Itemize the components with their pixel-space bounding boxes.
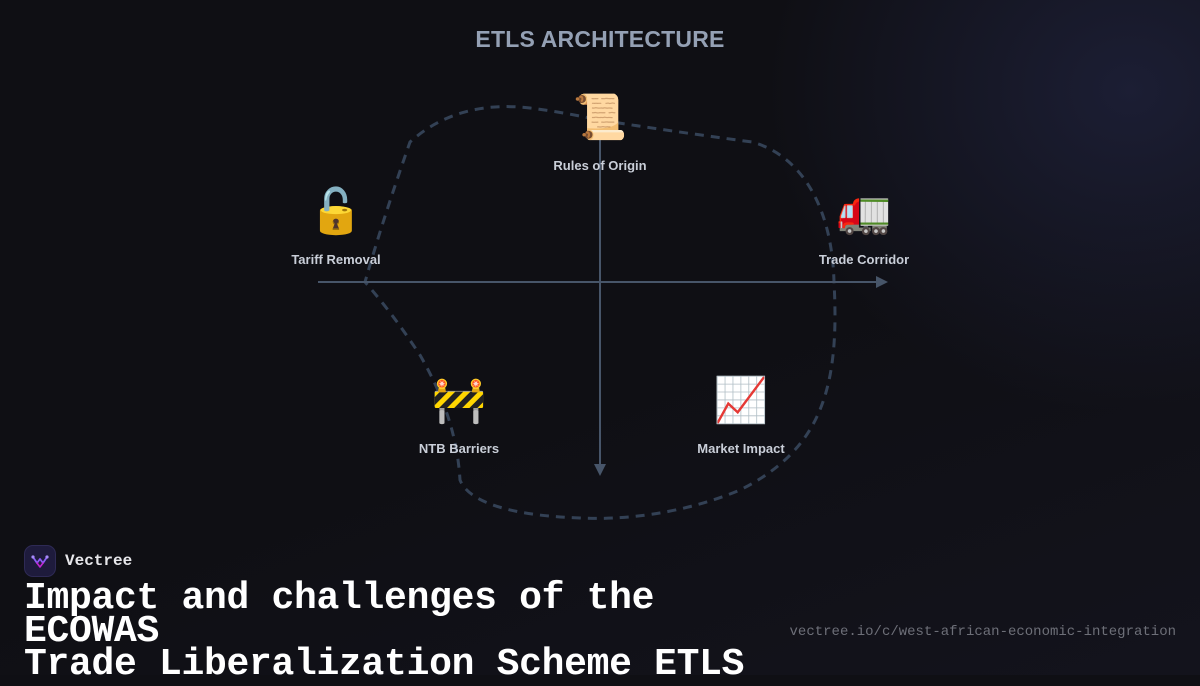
node-label: Trade Corridor — [818, 252, 910, 267]
node-ntb-barriers: 🚧 NTB Barriers — [379, 375, 539, 456]
cycle-loop-path — [363, 105, 837, 520]
scroll-icon: 📜 — [572, 92, 628, 143]
page-headline: Impact and challenges of the ECOWAS Trad… — [24, 580, 804, 684]
brand: Vectree — [24, 544, 132, 578]
vectree-logo-icon — [24, 545, 56, 577]
chart-increasing-icon: 📈 — [713, 375, 769, 426]
node-tariff-removal: 🔓 Tariff Removal — [256, 186, 416, 267]
node-label: NTB Barriers — [418, 441, 500, 456]
node-label: Market Impact — [697, 441, 785, 456]
headline-line-1: Impact and challenges of the ECOWAS — [24, 577, 655, 653]
construction-barrier-icon: 🚧 — [431, 375, 487, 426]
open-lock-icon: 🔓 — [308, 186, 364, 237]
node-label: Tariff Removal — [291, 252, 381, 267]
diagram-canvas — [318, 105, 888, 520]
node-market-impact: 📈 Market Impact — [661, 375, 821, 456]
headline-line-2: Trade Liberalization Scheme ETLS — [24, 643, 745, 686]
brand-name: Vectree — [65, 552, 133, 570]
truck-icon: 🚛 — [836, 186, 892, 237]
diagram-title: ETLS ARCHITECTURE — [475, 26, 725, 52]
node-rules-of-origin: 📜 Rules of Origin — [520, 92, 680, 173]
vectree-logo-mark — [31, 555, 49, 568]
source-url[interactable]: vectree.io/c/west-african-economic-integ… — [789, 624, 1176, 640]
architecture-diagram: ETLS ARCHITECTURE 📜 Rules of Origin 🚛 Tr… — [256, 26, 944, 520]
node-trade-corridor: 🚛 Trade Corridor — [784, 186, 944, 267]
node-label: Rules of Origin — [553, 158, 647, 173]
